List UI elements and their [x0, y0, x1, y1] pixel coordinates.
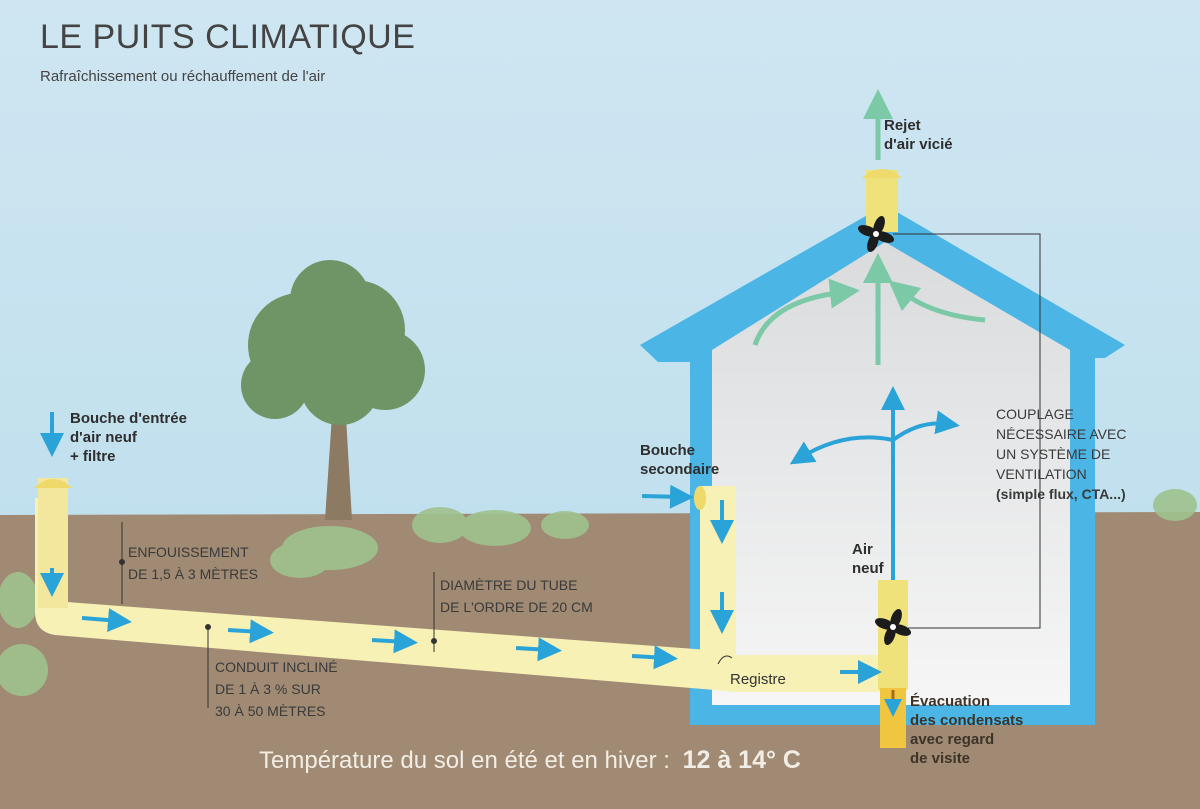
label-exhaust: Rejet d'air vicié	[884, 117, 953, 153]
exhaust-fan-icon	[857, 215, 895, 253]
label-secondary-inlet: Bouche secondaire	[640, 442, 720, 478]
register-icon	[717, 655, 733, 665]
label-conduit-slope: CONDUIT INCLINÉ DE 1 À 3 % SUR 30 À 50 M…	[215, 659, 338, 719]
label-tube-diameter: DIAMÈTRE DU TUBE DE L'ORDRE DE 20 CM	[440, 577, 593, 615]
diagram-subtitle: Rafraîchissement ou réchauffement de l'a…	[40, 68, 326, 85]
bushes	[0, 489, 1197, 696]
label-burial-depth: ENFOUISSEMENT DE 1,5 À 3 MÈTRES	[128, 544, 258, 582]
label-fresh-air: Air neuf	[852, 541, 884, 577]
label-coupling: COUPLAGE NÉCESSAIRE AVEC UN SYSTÈME DE V…	[996, 406, 1127, 502]
soil-temperature-text: Température du sol en été et en hiver :	[259, 747, 670, 774]
label-condensate-evacuation: Évacuation des condensats avec regard de…	[910, 693, 1024, 767]
leader-lines	[119, 233, 1041, 708]
intake-fan-icon	[874, 608, 912, 646]
label-entry: Bouche d'entrée d'air neuf + filtre	[70, 410, 187, 465]
tree	[241, 260, 425, 520]
diagram-title: LE PUITS CLIMATIQUE	[40, 18, 416, 56]
inlet-cap	[34, 479, 72, 488]
soil-temperature-value: 12 à 14° C	[682, 746, 801, 774]
secondary-inlet	[694, 486, 706, 510]
secondary-duct	[700, 486, 736, 654]
stale-air-arrows	[752, 89, 986, 365]
exhaust-cap	[862, 169, 902, 178]
soil-temperature-caption: Température du sol en été et en hiver : …	[0, 746, 1060, 775]
label-register: Registre	[730, 671, 786, 688]
inlet-column	[38, 478, 68, 608]
air-flow-arrows	[40, 386, 960, 684]
